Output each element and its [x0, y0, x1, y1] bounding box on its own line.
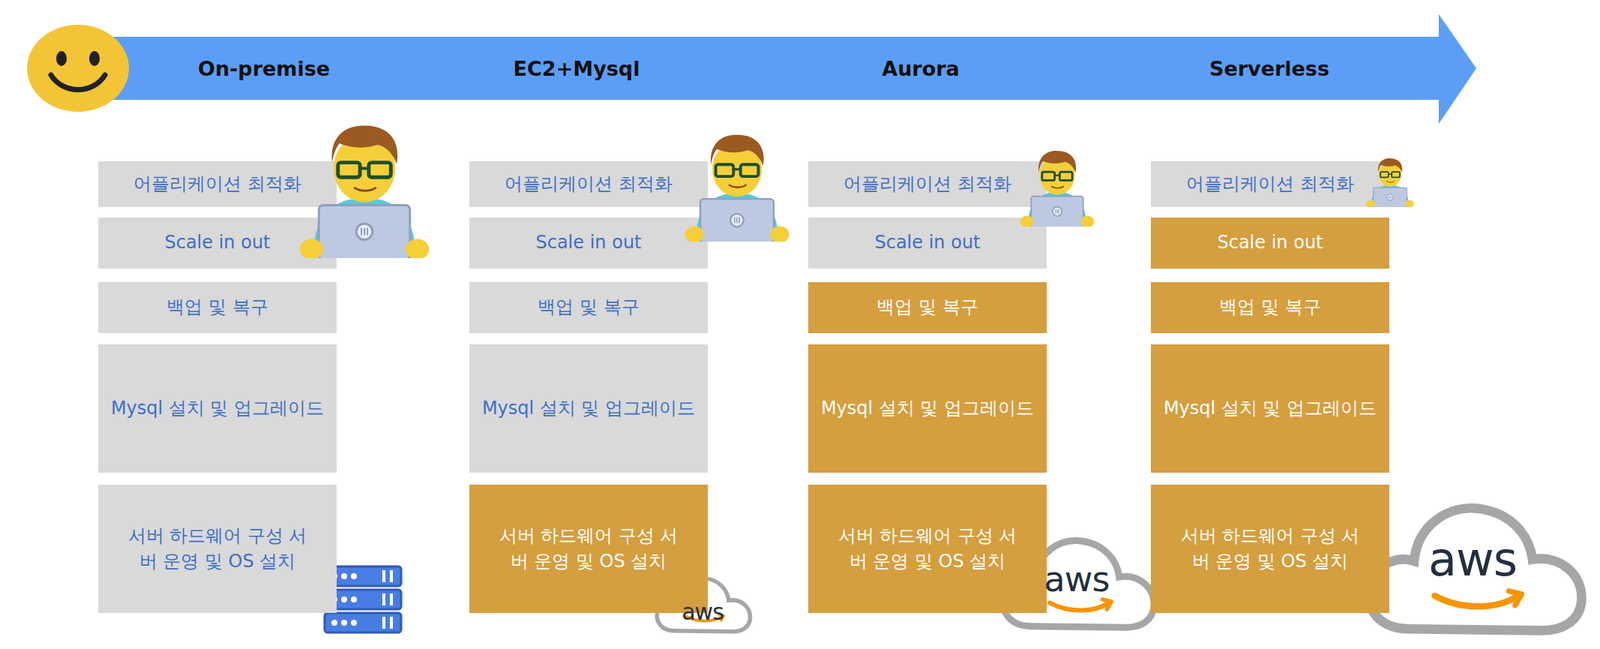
aws-logo-text: aws [1044, 558, 1110, 600]
box-text: 백업 및 복구 [166, 294, 268, 321]
box-text: Scale in out [1216, 230, 1323, 256]
box-text: 서버 하드웨어 구성 서버 운영 및 OS 설치 [494, 523, 683, 574]
responsibility-box: Scale in out [469, 217, 708, 269]
box-text: 서버 하드웨어 구성 서버 운영 및 OS 설치 [833, 523, 1022, 574]
box-text: 어플리케이션 최적화 [133, 171, 302, 198]
responsibility-box: Mysql 설치 및 업그레이드 [1150, 344, 1390, 473]
box-text: Mysql 설치 및 업그레이드 [110, 395, 324, 422]
responsibility-box: 백업 및 복구 [469, 281, 708, 333]
responsibility-box: 서버 하드웨어 구성 서버 운영 및 OS 설치 [98, 484, 337, 613]
timeline-arrow: On-premise EC2+Mysql Aurora Serverless [101, 14, 1477, 124]
box-text: Scale in out [164, 230, 270, 256]
box-text: Scale in out [535, 230, 642, 256]
box-text: 어플리케이션 최적화 [843, 171, 1012, 198]
stage-label: Aurora [881, 56, 960, 81]
aws-cloud [1368, 507, 1582, 630]
box-text: Scale in out [874, 230, 980, 256]
responsibility-box: 어플리케이션 최적화 [98, 161, 337, 207]
responsibility-box: 백업 및 복구 [1150, 281, 1390, 333]
responsibility-box: 어플리케이션 최적화 [808, 161, 1047, 207]
stage-label: Serverless [1209, 56, 1330, 81]
aws-logo-text: aws [1428, 531, 1517, 587]
responsibility-box: Mysql 설치 및 업그레이드 [98, 344, 337, 473]
responsibility-box: Mysql 설치 및 업그레이드 [808, 344, 1047, 473]
stage-label: EC2+Mysql [513, 56, 641, 81]
box-text: 백업 및 복구 [1219, 294, 1321, 321]
box-text: Mysql 설치 및 업그레이드 [1163, 395, 1377, 422]
box-text: Mysql 설치 및 업그레이드 [482, 395, 696, 422]
responsibility-box: 서버 하드웨어 구성 서버 운영 및 OS 설치 [808, 484, 1047, 613]
box-text: 백업 및 복구 [876, 294, 978, 321]
stage-label: On-premise [197, 56, 330, 81]
box-text: Mysql 설치 및 업그레이드 [820, 395, 1034, 422]
responsibility-box: 어플리케이션 최적화 [1150, 161, 1390, 207]
responsibility-box: 백업 및 복구 [808, 281, 1047, 333]
box-text: 서버 하드웨어 구성 서버 운영 및 OS 설치 [1176, 523, 1364, 574]
responsibility-box: Scale in out [98, 217, 337, 269]
responsibility-box: 백업 및 복구 [98, 281, 337, 333]
responsibility-box: Scale in out [808, 217, 1047, 269]
responsibility-box: 서버 하드웨어 구성 서버 운영 및 OS 설치 [469, 484, 708, 613]
box-text: 백업 및 복구 [537, 294, 639, 321]
responsibility-box: Mysql 설치 및 업그레이드 [469, 344, 708, 473]
responsibility-box: 어플리케이션 최적화 [469, 161, 708, 207]
box-text: 서버 하드웨어 구성 서버 운영 및 OS 설치 [123, 523, 312, 574]
box-text: 어플리케이션 최적화 [1186, 171, 1355, 198]
server-lights [331, 569, 393, 629]
responsibility-box: Scale in out [1150, 217, 1390, 269]
aws-logo-text: aws [681, 598, 724, 625]
box-text: 어플리케이션 최적화 [504, 171, 673, 198]
responsibility-box: 서버 하드웨어 구성 서버 운영 및 OS 설치 [1150, 484, 1390, 613]
